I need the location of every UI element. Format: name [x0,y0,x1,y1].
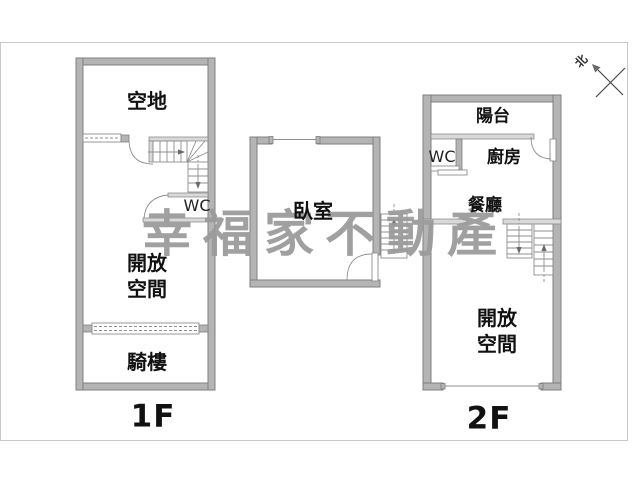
floor1-outer-walls [75,57,216,391]
room-label-balcony: 陽台 [476,106,510,127]
balcony-partition [430,133,535,140]
balcony-door [530,136,557,162]
room-label-open-land: 空地 [127,89,167,113]
image-frame [0,42,628,441]
bedroom-door [346,252,379,282]
bedroom-window [268,136,321,144]
floor2-wc-walls [430,138,468,176]
room-label-open-space-1f-line1: 開放 [127,251,167,275]
floor1-partition-window [82,133,130,143]
room-label-open-space-2f-line1: 開放 [477,306,517,330]
bedroom-plan [249,136,408,288]
room-label-dining: 餐廳 [468,195,502,216]
floor2-title: 2F [466,400,512,437]
room-label-wc-2f: WC [428,147,456,166]
room-label-open-space-1f-line2: 空間 [127,277,167,301]
floor1-rolling-door [82,322,209,335]
room-label-wc-1f: WC [183,196,211,215]
floor2-staircase [506,213,554,283]
floor1-staircase [148,136,209,193]
room-label-arcade: 騎樓 [127,350,167,374]
watermark-text: 幸福家不動產 [142,205,508,263]
bedroom-ladder [380,204,408,259]
floor2-outer-walls [422,94,562,391]
floor1-door-arc [128,138,154,165]
floor1-title: 1F [130,398,176,435]
compass-cross-line [595,67,626,98]
floor1-wc-door-arc [143,194,169,219]
floor2-bottom-window [440,383,544,390]
compass: 北 [571,51,626,98]
compass-north-label: 北 [571,51,590,70]
room-label-bedroom: 臥室 [293,199,333,223]
north-arrow-icon [592,64,601,73]
room-label-kitchen: 廚房 [487,147,521,168]
floor1-wc-walls [142,192,209,223]
floor2-plan [422,94,562,391]
room-label-open-space-2f-line2: 空間 [477,332,517,356]
floor1-plan [75,57,216,391]
bedroom-walls [249,136,381,288]
